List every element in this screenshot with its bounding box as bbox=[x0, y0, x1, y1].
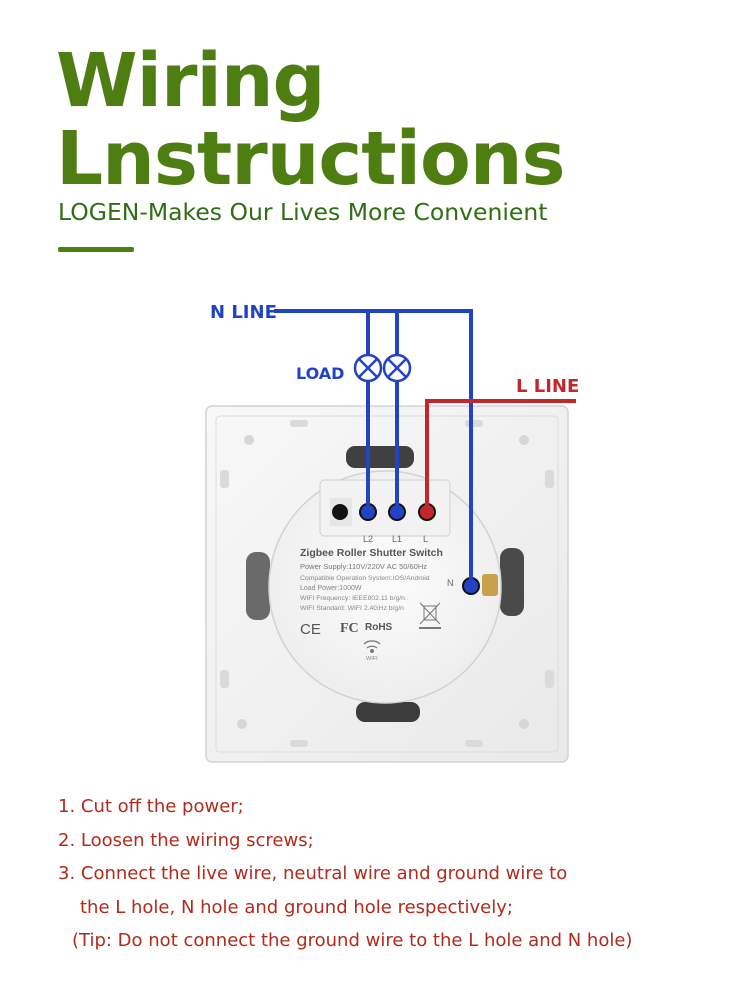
product-name: Zigbee Roller Shutter Switch bbox=[300, 547, 443, 559]
accent-bar bbox=[58, 247, 134, 252]
weee-bin-icon bbox=[419, 602, 441, 629]
lamp-icon bbox=[353, 353, 383, 383]
terminal-block bbox=[319, 479, 451, 537]
n-terminal-housing bbox=[482, 574, 498, 596]
side-clip-left bbox=[246, 552, 270, 620]
subtitle: LOGEN-Makes Our Lives More Convenient bbox=[58, 198, 548, 226]
wiring bbox=[274, 309, 576, 580]
rohs-mark: RoHS bbox=[365, 622, 393, 633]
ce-mark: CE bbox=[300, 621, 321, 638]
terminal-label-l2: L2 bbox=[363, 534, 373, 544]
instruction-step-2: 2. Loosen the wiring screws; bbox=[58, 830, 314, 851]
edge-slot bbox=[465, 420, 483, 427]
instruction-step-1: 1. Cut off the power; bbox=[58, 796, 244, 817]
side-clip-right bbox=[500, 548, 524, 616]
spec-compatible: Compatible Operation System:IOS/Android bbox=[300, 575, 430, 582]
spec-load-power: Load Power:1000W bbox=[300, 585, 362, 592]
edge-slot bbox=[545, 470, 554, 488]
load-label: LOAD bbox=[296, 364, 344, 383]
title-line-1: Wiring bbox=[56, 38, 326, 124]
l-line-wire bbox=[425, 399, 576, 506]
edge-slot bbox=[545, 670, 554, 688]
terminal-label-l: L bbox=[423, 534, 428, 544]
edge-slot bbox=[465, 740, 483, 747]
wifi-mark: WIFI bbox=[366, 656, 378, 662]
mount-hole bbox=[519, 435, 529, 445]
wifi-icon bbox=[363, 640, 381, 653]
plate-inner-border bbox=[215, 415, 559, 753]
edge-slot bbox=[290, 420, 308, 427]
instruction-step-3-continued: the L hole, N hole and ground hole respe… bbox=[80, 897, 513, 918]
l1-terminal bbox=[388, 503, 406, 521]
terminal-label-n: N bbox=[447, 578, 454, 588]
l-line-label: L LINE bbox=[516, 376, 579, 397]
top-clip bbox=[346, 446, 414, 468]
instruction-step-3: 3. Connect the live wire, neutral wire a… bbox=[58, 863, 568, 884]
edge-slot bbox=[220, 470, 229, 488]
edge-slot bbox=[290, 740, 308, 747]
mount-hole bbox=[519, 719, 529, 729]
edge-slot bbox=[220, 670, 229, 688]
fc-mark: FC bbox=[340, 621, 359, 636]
ground-terminal bbox=[332, 504, 348, 520]
bottom-clip bbox=[356, 702, 420, 722]
spec-wifi-frequency: WIFI Frequency: IEEE802.11 b/g/n bbox=[300, 595, 405, 602]
mount-hole bbox=[244, 435, 254, 445]
title-line-2: Lnstructions bbox=[56, 116, 566, 202]
terminal-label-l1: L1 bbox=[392, 534, 402, 544]
instruction-tip: (Tip: Do not connect the ground wire to … bbox=[72, 930, 633, 951]
spec-wifi-standard: WIFI Standard: WIFI 2.4GHz b/g/n bbox=[300, 605, 404, 612]
n-line-label: N LINE bbox=[210, 302, 277, 323]
n-terminal bbox=[462, 577, 480, 595]
lamp-icon bbox=[382, 353, 412, 383]
wiring-diagram: L2 L1 L N Zigbee Roller Shutter Switch P… bbox=[205, 302, 579, 763]
l-terminal bbox=[418, 503, 436, 521]
n-line-wire bbox=[274, 309, 473, 580]
l2-terminal bbox=[359, 503, 377, 521]
mount-hole bbox=[237, 719, 247, 729]
spec-power-supply: Power Supply:110V/220V AC 50/60Hz bbox=[300, 562, 427, 571]
